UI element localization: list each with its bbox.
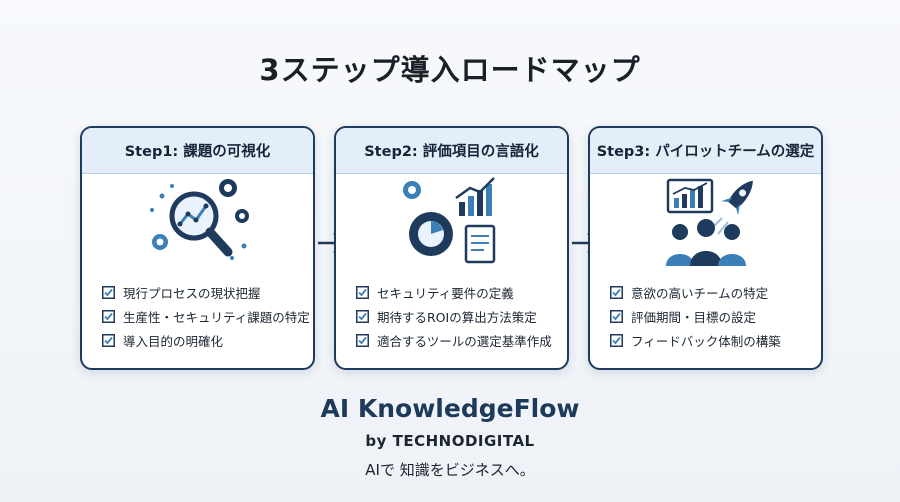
brand-tagline: AIで 知識をビジネスへ。 bbox=[365, 461, 535, 479]
step-heading: Step3: パイロットチームの選定 bbox=[590, 128, 821, 174]
team-rocket-icon bbox=[590, 174, 821, 274]
gears-chart-document-icon bbox=[336, 174, 567, 274]
brand-byline: by TECHNODIGITAL bbox=[365, 432, 535, 450]
step-heading: Step2: 評価項目の言語化 bbox=[336, 128, 567, 174]
list-item: 現行プロセスの現状把握 bbox=[102, 280, 313, 304]
checkbox-icon bbox=[102, 285, 115, 299]
brand-name: AI KnowledgeFlow bbox=[320, 394, 580, 423]
list-item: 適合するツールの選定基準作成 bbox=[356, 328, 567, 352]
checkbox-icon bbox=[356, 309, 369, 323]
magnifier-gears-icon bbox=[82, 174, 313, 274]
checkbox-icon bbox=[610, 285, 623, 299]
list-item: 意欲の高いチームの特定 bbox=[610, 280, 821, 304]
list-item: 評価期間・目標の設定 bbox=[610, 304, 821, 328]
step-card-1: Step1: 課題の可視化 bbox=[80, 126, 315, 370]
list-item: 期待するROIの算出方法策定 bbox=[356, 304, 567, 328]
checkbox-icon bbox=[356, 285, 369, 299]
page-title: 3ステップ導入ロードマップ bbox=[259, 53, 641, 87]
checkbox-icon bbox=[102, 333, 115, 347]
step-heading: Step1: 課題の可視化 bbox=[82, 128, 313, 174]
checkbox-icon bbox=[356, 333, 369, 347]
list-item: セキュリティ要件の定義 bbox=[356, 280, 567, 304]
checkbox-icon bbox=[610, 333, 623, 347]
step-card-2: Step2: 評価項目の言語化 セキュリティ要件の定義 bbox=[334, 126, 569, 370]
list-item: 導入目的の明確化 bbox=[102, 328, 313, 352]
list-item: フィードバック体制の構築 bbox=[610, 328, 821, 352]
list-item: 生産性・セキュリティ課題の特定 bbox=[102, 304, 313, 328]
checkbox-icon bbox=[102, 309, 115, 323]
step-card-3: Step3: パイロットチームの選定 bbox=[588, 126, 823, 370]
checkbox-icon bbox=[610, 309, 623, 323]
